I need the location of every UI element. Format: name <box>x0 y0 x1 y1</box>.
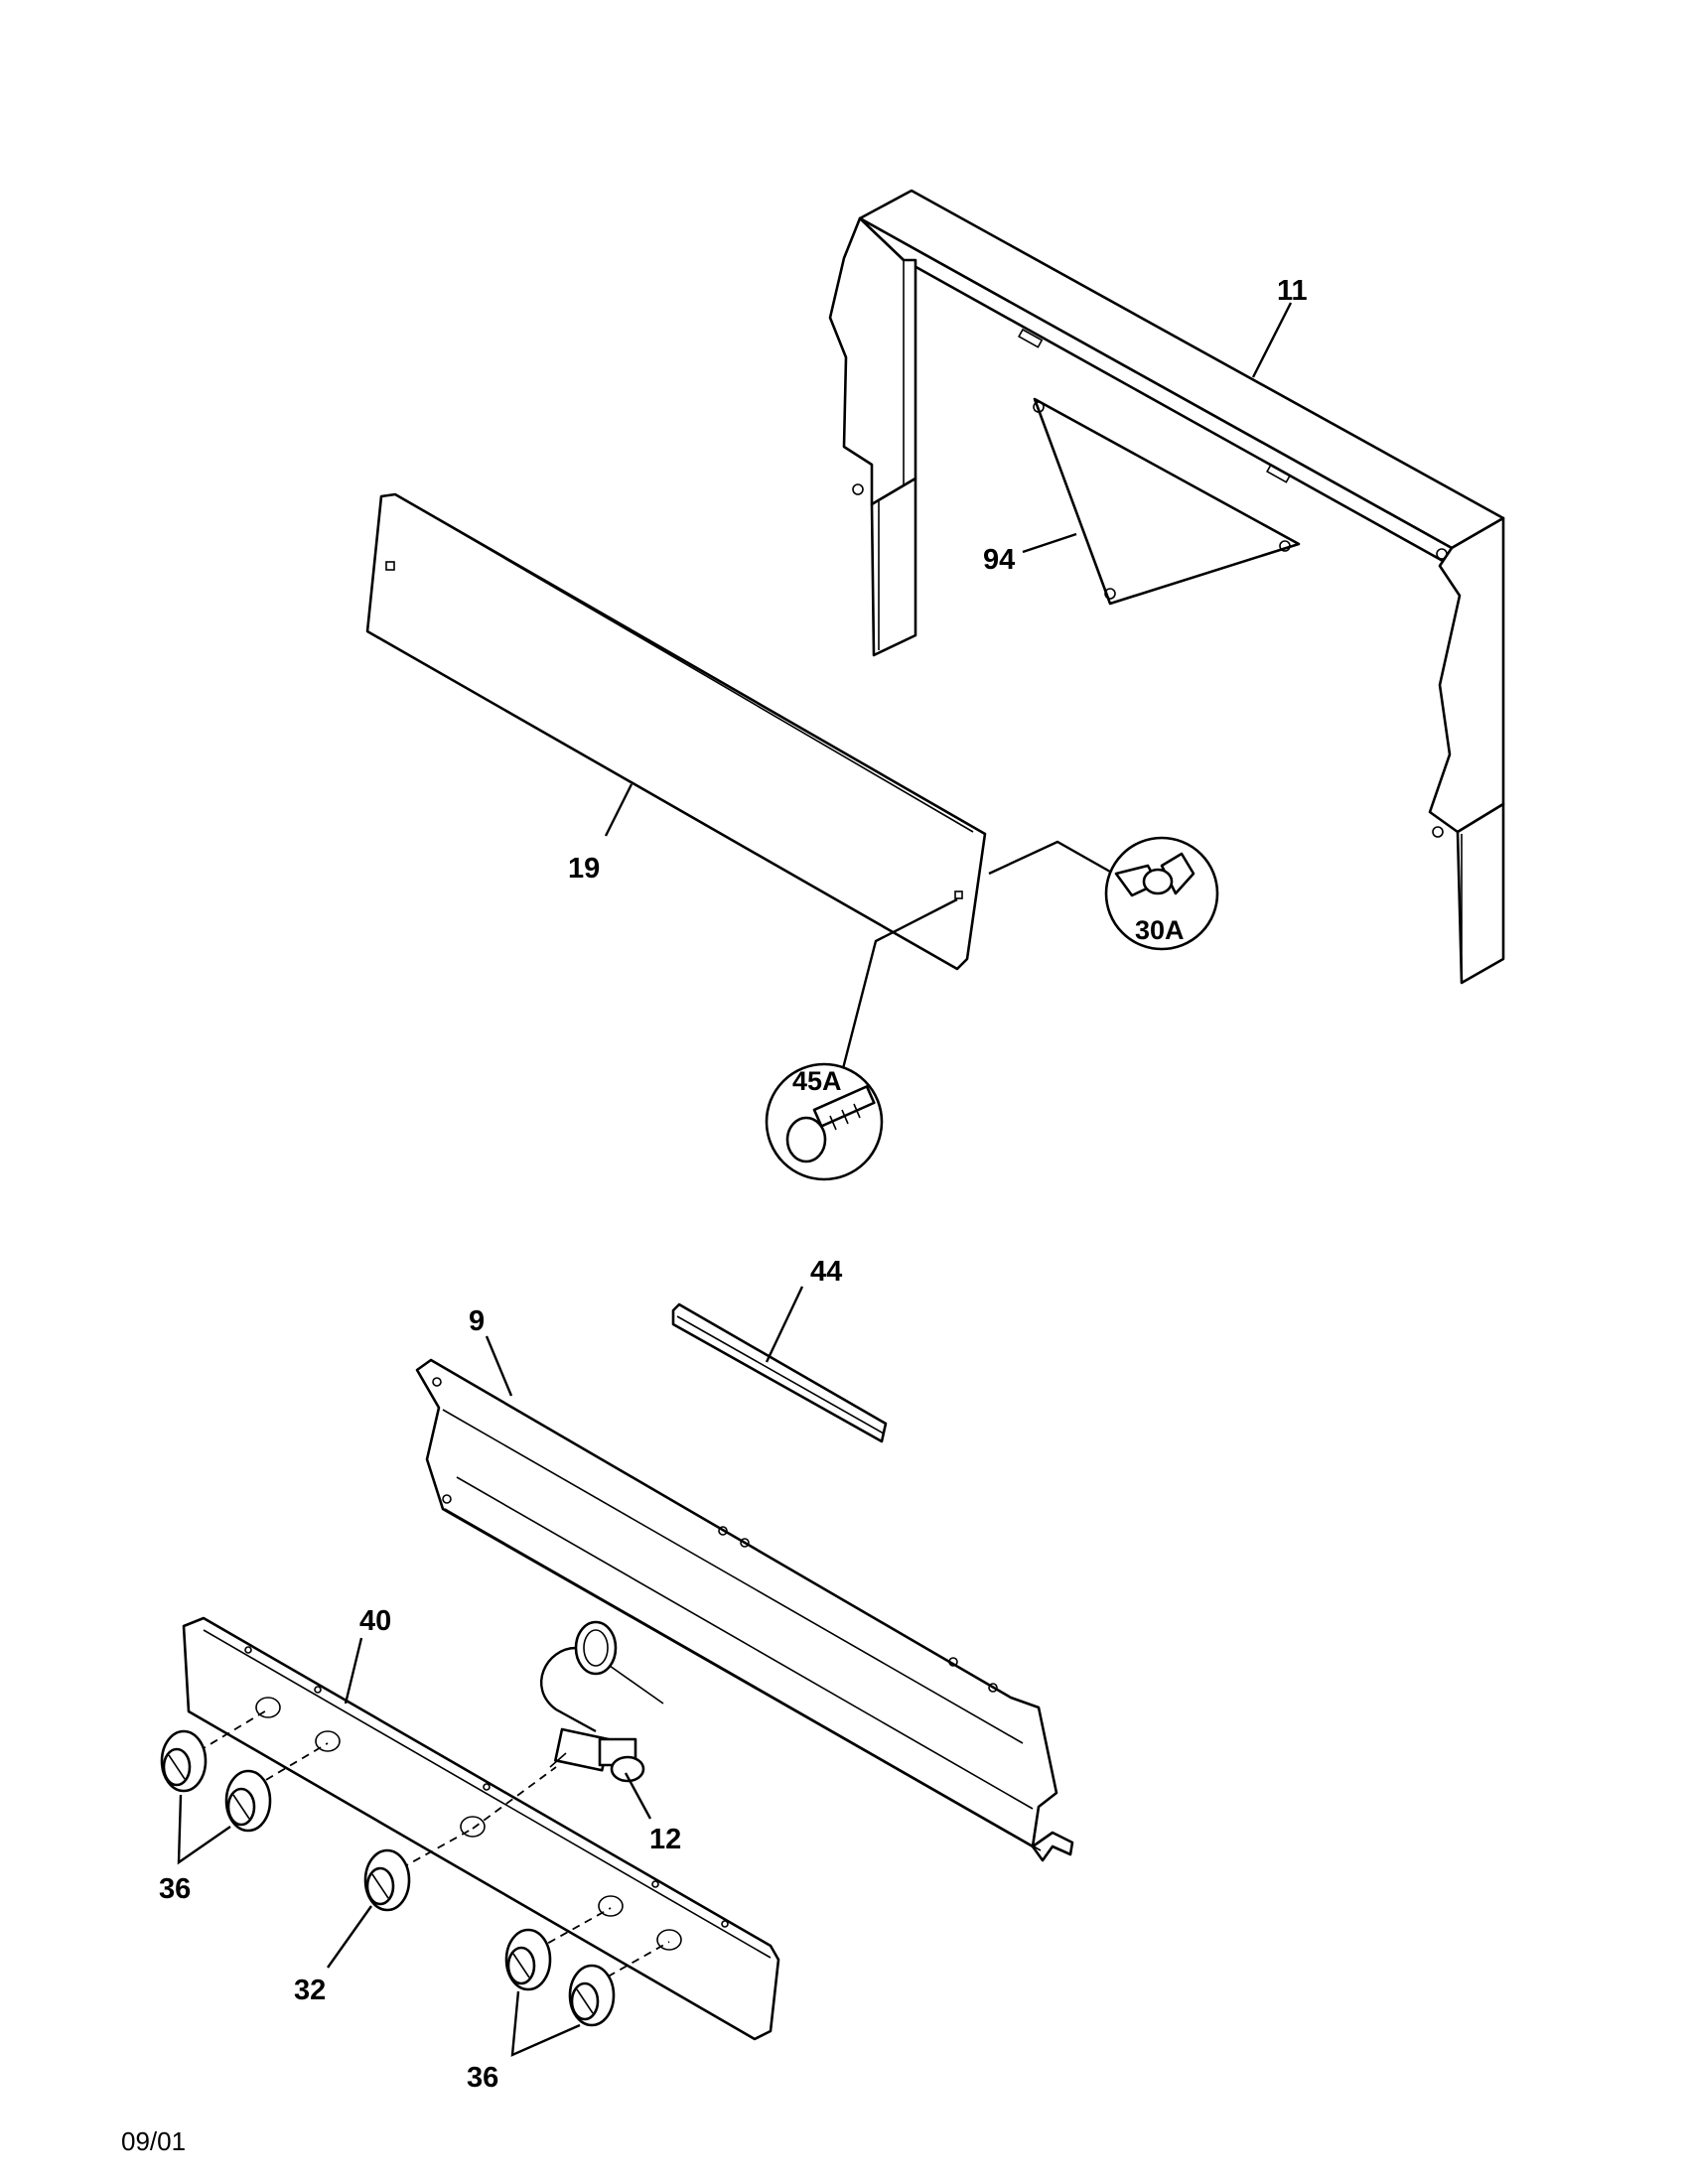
leader-32 <box>327 1905 372 1969</box>
label-44: 44 <box>810 1256 842 1288</box>
knob-32 <box>363 1848 411 1912</box>
leader-40 <box>344 1637 363 1705</box>
align-line-4 <box>535 1907 612 1951</box>
label-36-top: 36 <box>159 1873 191 1905</box>
knob-36-b <box>224 1769 272 1833</box>
knob-36-a <box>160 1729 208 1793</box>
label-11: 11 <box>1277 275 1308 307</box>
leader-19 <box>604 783 633 837</box>
align-line-valve <box>472 1766 557 1830</box>
leader-44 <box>765 1286 804 1363</box>
label-40: 40 <box>359 1605 391 1637</box>
label-36-bottom: 36 <box>467 2062 498 2094</box>
label-19: 19 <box>568 853 600 885</box>
align-line-2 <box>253 1742 329 1788</box>
part-40-control-panel <box>182 1616 780 2041</box>
part-9-manifold-panel <box>415 1358 1074 1862</box>
leader-11 <box>1251 302 1293 378</box>
part-11-backguard-frame <box>828 189 1505 985</box>
label-12: 12 <box>649 1824 681 1855</box>
leader-45a <box>838 897 958 1081</box>
leader-30a <box>988 840 1111 876</box>
part-19-panel <box>365 492 987 971</box>
knob-36-d <box>568 1964 616 2027</box>
leader-12 <box>624 1772 652 1820</box>
part-94-triangle-bracket <box>1033 397 1301 606</box>
label-45a: 45A <box>792 1066 842 1096</box>
label-32: 32 <box>294 1975 326 2006</box>
leader-94 <box>1022 532 1077 554</box>
label-94: 94 <box>983 544 1015 576</box>
label-9: 9 <box>469 1305 485 1337</box>
part-44-trim-strip <box>671 1302 888 1443</box>
callout-45a-bolt: 45A <box>765 1062 884 1181</box>
leader-36-top <box>177 1794 231 1865</box>
part-12-valve <box>539 1620 664 1783</box>
callout-30a-wing-nut: 30A <box>1104 836 1219 951</box>
label-30a: 30A <box>1135 915 1185 945</box>
leader-36-bottom <box>510 1990 581 2057</box>
revision-date: 09/01 <box>121 2126 186 2156</box>
leader-9 <box>485 1335 513 1397</box>
knob-36-c <box>504 1928 552 1991</box>
